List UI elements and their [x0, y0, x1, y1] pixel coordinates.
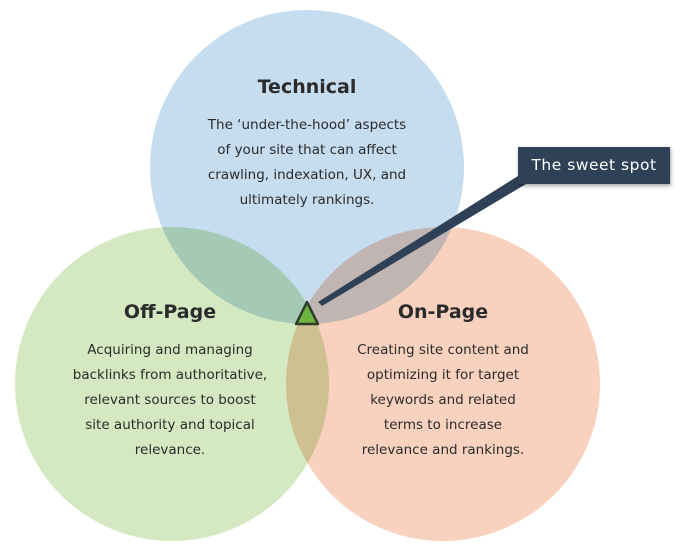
text-line: backlinks from authoritative, [72, 367, 268, 383]
text-line: Acquiring and managing [87, 342, 253, 358]
text-line: terms to increase [383, 417, 503, 433]
on-page-block: On-Page Creating site content and optimi… [323, 300, 563, 463]
sweet-spot-callout: The sweet spot [518, 147, 670, 184]
text-line: relevance and rankings. [361, 442, 525, 458]
text-line: of your site that can affect [217, 142, 397, 158]
callout-pointer [318, 176, 526, 306]
text-line: relevance. [134, 442, 206, 458]
text-line: site authority and topical [85, 417, 255, 433]
sweet-spot-marker-icon [294, 300, 320, 326]
circle-off-page [15, 227, 329, 541]
text-line: optimizing it for target [366, 367, 520, 383]
off-page-description: Acquiring and managing backlinks from au… [50, 338, 290, 463]
text-line: crawling, indexation, UX, and [207, 167, 407, 183]
on-page-title: On-Page [397, 301, 489, 323]
text-line: ultimately rankings. [239, 192, 375, 208]
technical-title: Technical [257, 76, 357, 98]
off-page-block: Off-Page Acquiring and managing backlink… [50, 300, 290, 463]
on-page-description: Creating site content and optimizing it … [323, 338, 563, 463]
technical-block: Technical The ‘under-the-hood’ aspects o… [187, 75, 427, 213]
text-line: relevant sources to boost [84, 392, 256, 408]
circle-on-page [286, 227, 600, 541]
technical-description: The ‘under-the-hood’ aspects of your sit… [187, 113, 427, 213]
text-line: The ‘under-the-hood’ aspects [207, 117, 407, 133]
text-line: keywords and related [370, 392, 516, 408]
off-page-title: Off-Page [123, 301, 217, 323]
text-line: Creating site content and [357, 342, 529, 358]
